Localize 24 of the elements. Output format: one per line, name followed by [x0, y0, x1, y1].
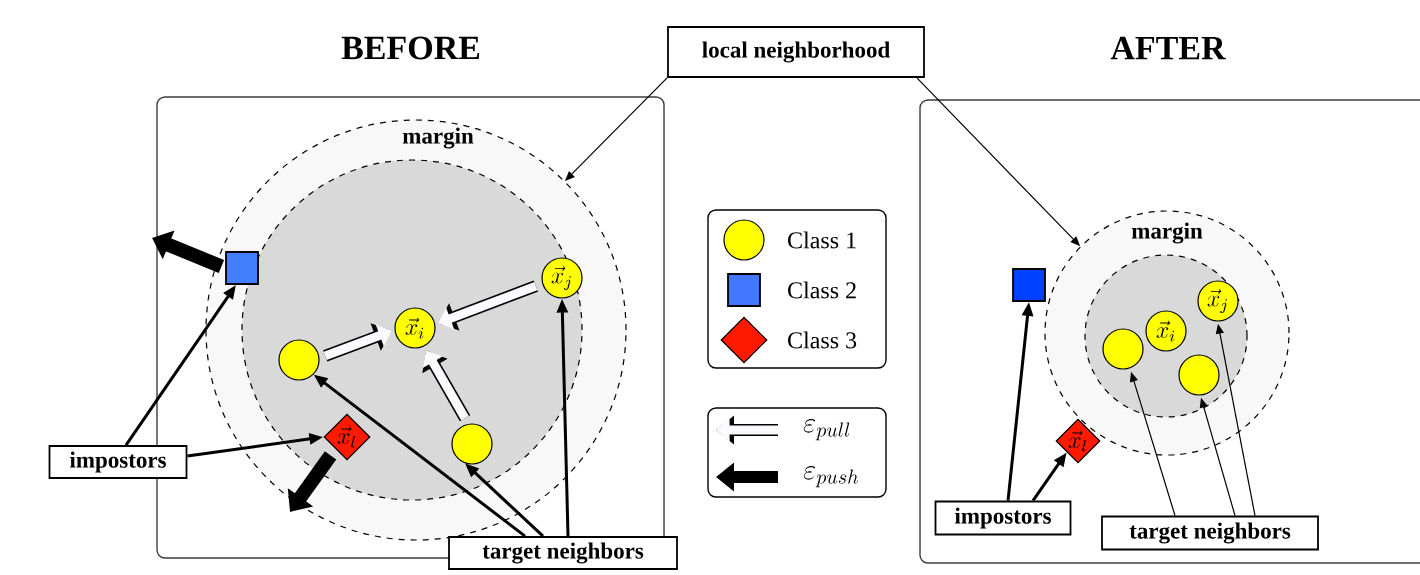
circle-point: $\vec{x}_{i}$ [1145, 310, 1187, 352]
callout-box: target neighbors [448, 536, 678, 570]
legend-entry: Class 2 [727, 273, 856, 307]
legend-entry: Class 3 [720, 316, 857, 364]
callout-box: local neighborhood [667, 26, 925, 78]
node-label: AFTER [1110, 36, 1226, 60]
diamond-point: $\vec{x}_{l}$ [323, 413, 371, 461]
square-point [225, 251, 259, 285]
circle-point: $\vec{x}_{j}$ [541, 257, 583, 299]
diamond-point: $\vec{x}_{l}$ [1055, 418, 1101, 464]
square-point [1012, 268, 1046, 302]
neighborhood-disc [241, 159, 583, 501]
circle-point [1102, 328, 1144, 370]
callout-box: target neighbors [1101, 515, 1319, 551]
node-label: BEFORE [341, 36, 480, 60]
circle-point: $\vec{x}_{i}$ [394, 307, 436, 349]
circle-point [278, 339, 320, 381]
circle-point: $\vec{x}_{j}$ [1197, 280, 1239, 322]
circle-point [1178, 354, 1220, 396]
legend-entry: Class 1 [723, 219, 856, 261]
pull-arrow [422, 350, 471, 422]
callout-box: impostors [934, 500, 1072, 536]
circle-point [451, 423, 493, 465]
callout-box: impostors [48, 445, 188, 479]
